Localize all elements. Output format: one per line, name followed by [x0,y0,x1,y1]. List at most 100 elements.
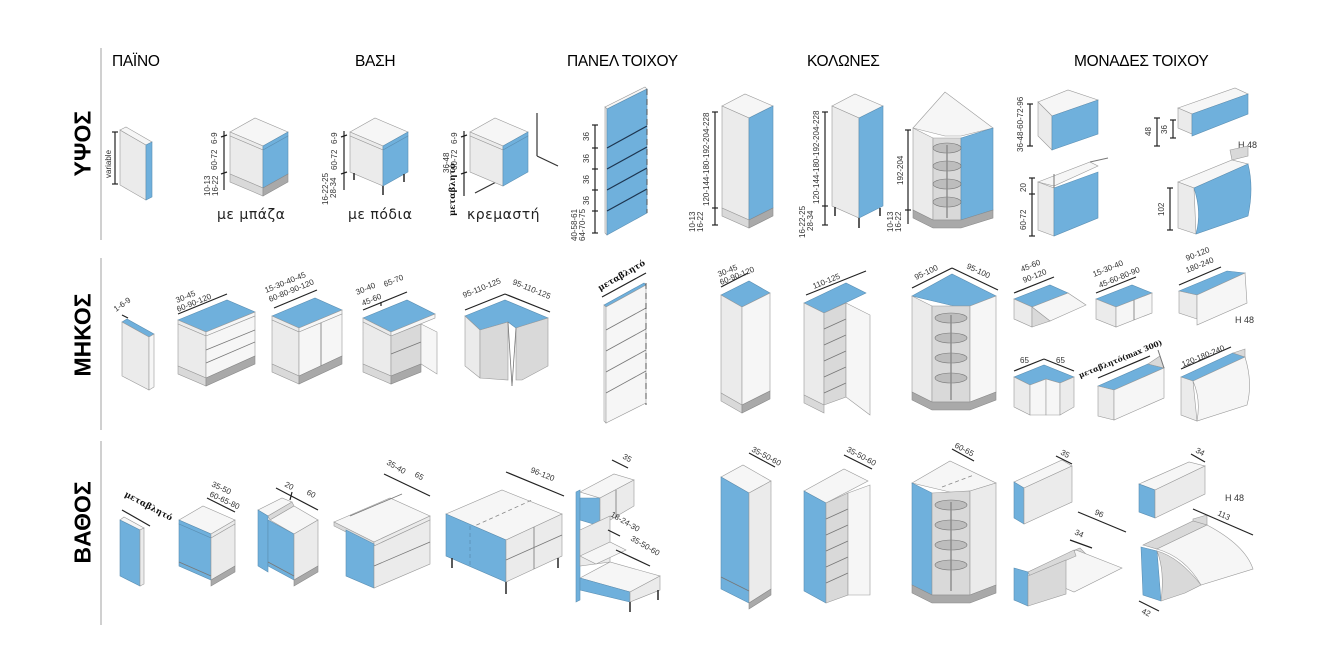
dim-label: 48 [1144,127,1153,136]
figure-vasi-nisida-vathos: 96-120 [445,466,565,594]
figure-monada-1-vathos: 35 [1013,448,1073,525]
figure-kolona-gonia-ypsos: 192-204 10-13 16-22 [886,91,994,232]
dim-label: 192-204 [896,155,905,185]
dim-label: 10-13 [688,211,697,232]
column-heading-vasi: ΒΑΣΗ [355,53,396,70]
figure-monada-2-ypsos: 48 36 [1144,87,1249,147]
dim-label: 36 [582,196,591,205]
figure-kolona-baza-ypsos: 120-144-180-192-204-228 10-13 16-22 [688,93,774,232]
dim-label: 28-34 [806,210,815,231]
figure-monada-1-ypsos: 36-48-60-72-96 [1016,89,1099,152]
dim-label: 28-34 [329,177,338,198]
dim-label: 20 [283,480,296,492]
row-heading-vathos: ΒΑΘΟΣ [69,481,96,564]
dim-label: 36-48 [442,152,451,173]
figure-vasi-kremasti: 6-9 36-48 60-72 μεταβλητό [442,113,559,216]
row-heading-ypsos: ΥΨΟΣ [69,110,96,177]
dim-label: 35-40 [385,458,408,476]
figure-paino-ypsos: variable [104,126,153,201]
caption-kremasti: κρεμαστή [467,207,541,223]
dim-label: 36 [582,132,591,141]
dim-label: 35-50-60 [845,445,878,468]
figure-monada-gonia-mikos: 65 65 [1013,356,1075,416]
dim-label: 120-144-180-192-204-228 [812,110,821,204]
figure-monada-4-vathos: H 48 113 42 [1138,493,1254,619]
dim-label: 65 [1020,356,1029,365]
figure-kolona-2-vathos: 35-50-60 [803,445,878,604]
figure-kolona-podia-ypsos: 120-144-180-192-204-228 16-22-25 28-34 [798,93,884,238]
dim-label: 95-110-125 [461,276,502,300]
figure-kolona-gonia-mikos: 95-100 95-100 [911,262,999,411]
figure-vasi-portes-mikos: 15-30-40-45 60-80-90-120 [263,270,343,385]
dim-label: 95-110-125 [511,278,552,302]
column-heading-paino: ΠΑΪΝΟ [112,53,160,70]
dim-label: μεταβλητό [447,163,458,216]
figure-vasi-me-baza: 6-9 60-72 10-13 16-22 [203,117,289,197]
row-divider-vathos [100,441,102,625]
dim-label: 60 [305,488,318,500]
dim-label: 64-70-75 [578,208,587,241]
figure-kolona-2-mikos: 110-125 [803,270,871,416]
figure-vasi-2-vathos: 20 60 [257,480,319,587]
caption-me-podia: με πόδια [348,207,413,223]
column-heading-monades-toixou: ΜΟΝΑΔΕΣ ΤΟΙΧΟΥ [1074,53,1209,70]
figure-vasi-3-vathos: 35-40 65 [333,458,431,589]
dim-label: 34 [1073,528,1085,540]
figure-vasi-syrtaria-mikos: 30-45 60-90-120 [174,289,256,387]
dim-label: 65 [413,470,426,483]
dim-label: 95-100 [965,262,992,281]
figure-monada-3-mikos: 90-120 180-240 H 48 [1178,245,1254,326]
caption-me-baza: με μπάζα [217,207,286,223]
dim-label: 35-50-60 [629,534,662,558]
dim-label: 36 [582,154,591,163]
figure-monada-3-vathos: 34 [1138,446,1207,519]
figure-panel-mikos: μεταβλητό [596,257,648,424]
dim-label: 60-72 [330,149,339,170]
figure-kolona-1-vathos: 35-50-60 [720,445,783,610]
dim-label: 16-22-25 [798,205,807,238]
figure-monada-2-vathos: 96 34 [1013,508,1127,607]
row-divider-ypsos [100,48,102,240]
figure-monada-3-ypsos: 20 60-72 [1019,157,1109,237]
note-label: H 48 [1238,140,1257,150]
dim-label: 16-22 [894,211,903,232]
column-heading-panel-toixou: ΠΑΝΕΛ ΤΟΙΧΟΥ [567,53,678,70]
dim-label: 40-58-61 [570,208,579,241]
row-divider-mikos [100,258,102,430]
figure-monada-2-mikos: 15-30-40 45-60-80-90 [1091,258,1153,328]
dim-label: 36 [1160,125,1169,134]
figure-monada-4-ypsos: H 48 102 [1157,140,1257,235]
dim-label: 65-70 [382,273,405,289]
dim-label: 36 [582,175,591,184]
dim-label: 65 [1056,356,1065,365]
dim-label: 1-6-9 [112,295,133,313]
row-heading-mikos: ΜΗΚΟΣ [69,293,96,377]
dim-label: 95-100 [913,263,940,282]
dim-label: 36-48-60-72-96 [1016,96,1025,152]
dim-label: 10-13 [203,175,212,196]
figure-kolona-gonia-vathos: 60-65 [911,441,997,604]
dim-label: 102 [1157,202,1166,216]
dim-label: 60-72 [450,149,459,170]
figure-paino-vathos: μεταβλητό [119,489,175,587]
dim-label: 35 [621,452,634,465]
figure-panel-vathos: 35 18-24-30 35-50-60 [575,452,662,612]
figure-vasi-me-podia: 6-9 60-72 16-22-25 28-34 [321,117,409,205]
figure-vasi-1-vathos: 35-50 60-65-80 [178,480,241,587]
figure-paino-mikos: 1-6-9 [112,295,155,391]
dim-label: 6-9 [450,132,459,144]
figure-panel-ypsos: 36 36 36 36 40-58-61 64-70-75 [570,86,648,241]
note-label: H 48 [1225,493,1244,503]
dim-label: 20 [1019,183,1028,192]
dim-label: 42 [1140,607,1152,619]
dim-label: 60-72 [1019,209,1028,230]
dim-label: 96-120 [529,466,556,484]
dim-label: 120-144-180-192-204-228 [702,112,711,206]
dim-label: 60-72 [210,149,219,170]
dim-label: 96 [1093,508,1105,520]
dim-label: μεταβλητό [123,489,175,524]
column-heading-kolones: ΚΟΛΩΝΕΣ [807,53,880,70]
dim-label: 6-9 [210,132,219,144]
figure-vasi-gonia-L-mikos: 95-110-125 95-110-125 [461,276,553,387]
figure-kolona-1-mikos: 30-45 60-90-120 [716,263,771,414]
